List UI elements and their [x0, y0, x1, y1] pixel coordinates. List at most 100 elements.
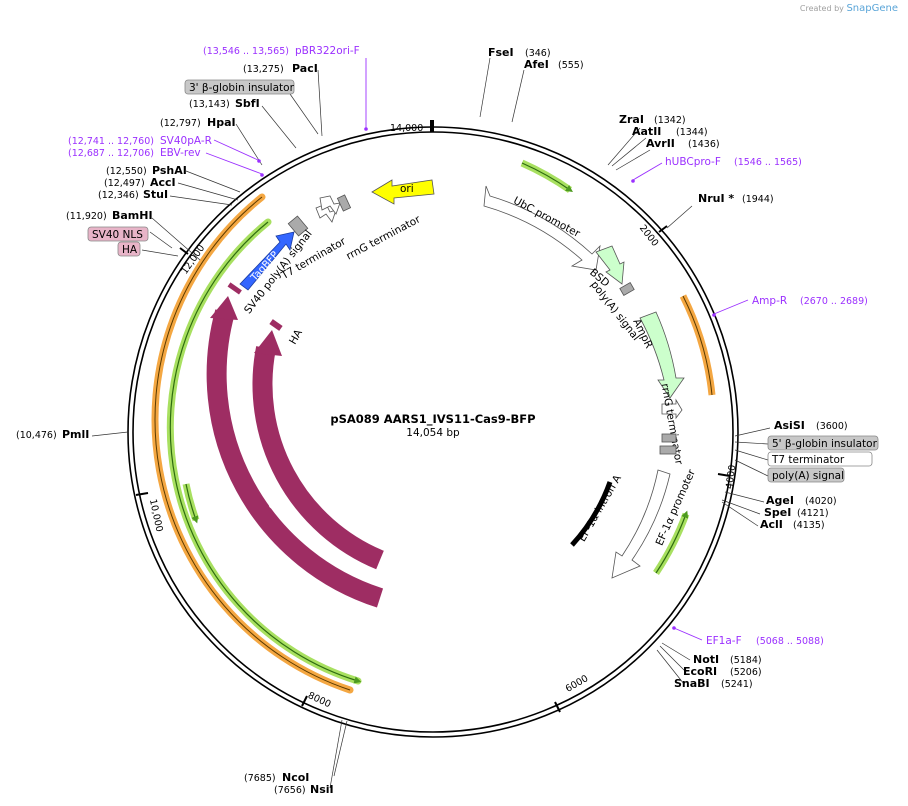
sv40-nls-text: SV40 NLS	[92, 229, 143, 241]
ampr-arrow	[639, 311, 685, 399]
ef1a-intron-label: EF-1α intron A	[576, 472, 624, 543]
enzyme-zrai-name: ZraI	[619, 113, 644, 126]
orf-green-arc-right-line	[655, 510, 689, 574]
leader-beta3	[289, 93, 319, 135]
enzyme-snabi-name: SnaBI	[674, 677, 710, 690]
enzyme-nsii-pos: (7656)	[274, 785, 306, 796]
leader-stui	[169, 195, 233, 206]
beta-globin-5-box	[661, 433, 677, 443]
primer-ef1a-pos: (5068 .. 5088)	[756, 636, 824, 647]
enzyme-afei-pos: (555)	[558, 60, 584, 71]
primer-mark-hubcpro	[631, 179, 635, 183]
enzyme-acli-pos: (4135)	[793, 520, 825, 531]
orf-green-arc-top	[520, 159, 573, 193]
tick-label-8000: 8000	[306, 690, 333, 710]
enzyme-agei-pos: (4020)	[805, 496, 837, 507]
leader-acli	[721, 501, 759, 527]
tick-label-14000: 14,000	[390, 123, 423, 134]
ha-inner-label: HA	[287, 327, 305, 347]
enzyme-acci-name: AccI	[150, 176, 176, 189]
snapgene-credit: Created by SnapGene	[800, 3, 898, 14]
primer-sv40pa-name: SV40pA-R	[160, 135, 212, 147]
ef1a-intron-arc	[570, 481, 613, 547]
cas9-inner-arc	[252, 346, 384, 570]
polya-label-box: poly(A) signal	[767, 467, 845, 483]
rrnG-left-label: rrnG terminator	[344, 213, 423, 263]
primer-ampr-name: Amp-R	[752, 295, 787, 307]
leader-spei	[721, 499, 761, 515]
enzyme-bamhi-name: BamHI	[112, 209, 153, 222]
ha-inner-marker	[269, 319, 283, 331]
enzyme-ncoi-name: NcoI	[282, 771, 309, 784]
enzyme-nrui-name: NruI *	[698, 192, 734, 205]
leader-agei	[724, 491, 765, 503]
ha-outer-marker	[227, 282, 242, 295]
primer-pbr322ori-pos: (13,546 .. 13,565)	[203, 46, 289, 57]
primer-marks	[257, 127, 716, 630]
polya-box-label	[767, 467, 845, 483]
enzyme-paci-name: PacI	[292, 62, 318, 75]
t7-terminator-label-box: T7 terminator	[767, 451, 873, 467]
leader-aatii	[611, 137, 647, 167]
enzyme-aatii-name: AatII	[632, 125, 661, 138]
enzyme-spei-pos: (4121)	[797, 508, 829, 519]
tagbfp-arrow	[239, 231, 295, 291]
enzyme-stui-name: StuI	[143, 188, 168, 201]
enzyme-spei-name: SpeI	[764, 506, 791, 519]
beta-globin-3-label-box: 3' β-globin insulator	[184, 79, 295, 95]
leader-sbfi	[261, 105, 297, 149]
leader-noti	[661, 642, 691, 661]
leader-ef1a	[673, 627, 703, 641]
leader-afei	[511, 69, 525, 123]
enzyme-afei-name: AfeI	[524, 58, 549, 71]
enzyme-zrai-pos: (1342)	[654, 115, 686, 126]
tick-label-6000: 6000	[564, 673, 590, 695]
beta-globin-5-box-label	[767, 435, 879, 451]
leader-fsei	[479, 57, 491, 118]
beta-globin-5-label-box: 5' β-globin insulator	[767, 435, 879, 451]
primer-mark-ebvrev	[260, 173, 264, 177]
enzyme-noti-pos: (5184)	[730, 655, 762, 666]
ubc-promoter-arrow	[483, 185, 601, 271]
enzyme-ecori-pos: (5206)	[730, 667, 762, 678]
enzyme-sbfi-name: SbfI	[235, 97, 260, 110]
enzyme-stui-pos: (12,346)	[98, 190, 139, 201]
leader-bamhi	[151, 217, 201, 261]
leader-hubcpro	[632, 162, 663, 181]
scale-ticks	[135, 120, 731, 713]
leader-sv40nls	[149, 231, 173, 249]
leader-zrai	[607, 127, 641, 166]
enzyme-hpai-pos: (12,797)	[160, 118, 201, 129]
primer-pbr322ori-name: pBR322ori-F	[295, 45, 360, 57]
primer-mark-sv40pa	[257, 159, 261, 163]
enzyme-fsei-name: FseI	[488, 46, 514, 59]
snapgene-logo: SnapGene	[846, 3, 898, 14]
leader-ebvrev	[205, 152, 263, 175]
ha-text: HA	[122, 244, 138, 256]
beta-globin-3-box	[184, 79, 295, 95]
ha-box	[117, 241, 141, 257]
leader-hpai	[235, 123, 263, 166]
enzyme-noti-name: NotI	[693, 653, 719, 666]
leader-asisi	[734, 427, 771, 437]
enzyme-acli-name: AclI	[760, 518, 783, 531]
primer-ebvrev-name: EBV-rev	[160, 147, 201, 159]
enzyme-asisi-pos: (3600)	[816, 421, 848, 432]
tick-10000	[135, 492, 149, 496]
leader-paci	[317, 69, 323, 137]
leader-acci	[177, 182, 239, 201]
enzyme-hpai-name: HpaI	[207, 116, 236, 129]
enzyme-bamhi-pos: (11,920)	[66, 211, 107, 222]
leader-sv40pa	[213, 139, 259, 161]
beta-globin-3-text: 3' β-globin insulator	[189, 82, 295, 94]
ori-label: ori	[400, 183, 414, 195]
cas9-outer-arc	[206, 309, 384, 608]
orf-green-arc-left-line	[169, 221, 362, 684]
polya-right-box	[659, 445, 677, 455]
sv40-polya-box	[287, 215, 309, 237]
orf-green-arc-top-line	[521, 162, 573, 193]
enzyme-pshai-name: PshAI	[152, 164, 187, 177]
primer-sv40pa-pos: (12,741 .. 12,760)	[68, 136, 154, 147]
primer-ebvrev-pos: (12,687 .. 12,706)	[68, 148, 154, 159]
